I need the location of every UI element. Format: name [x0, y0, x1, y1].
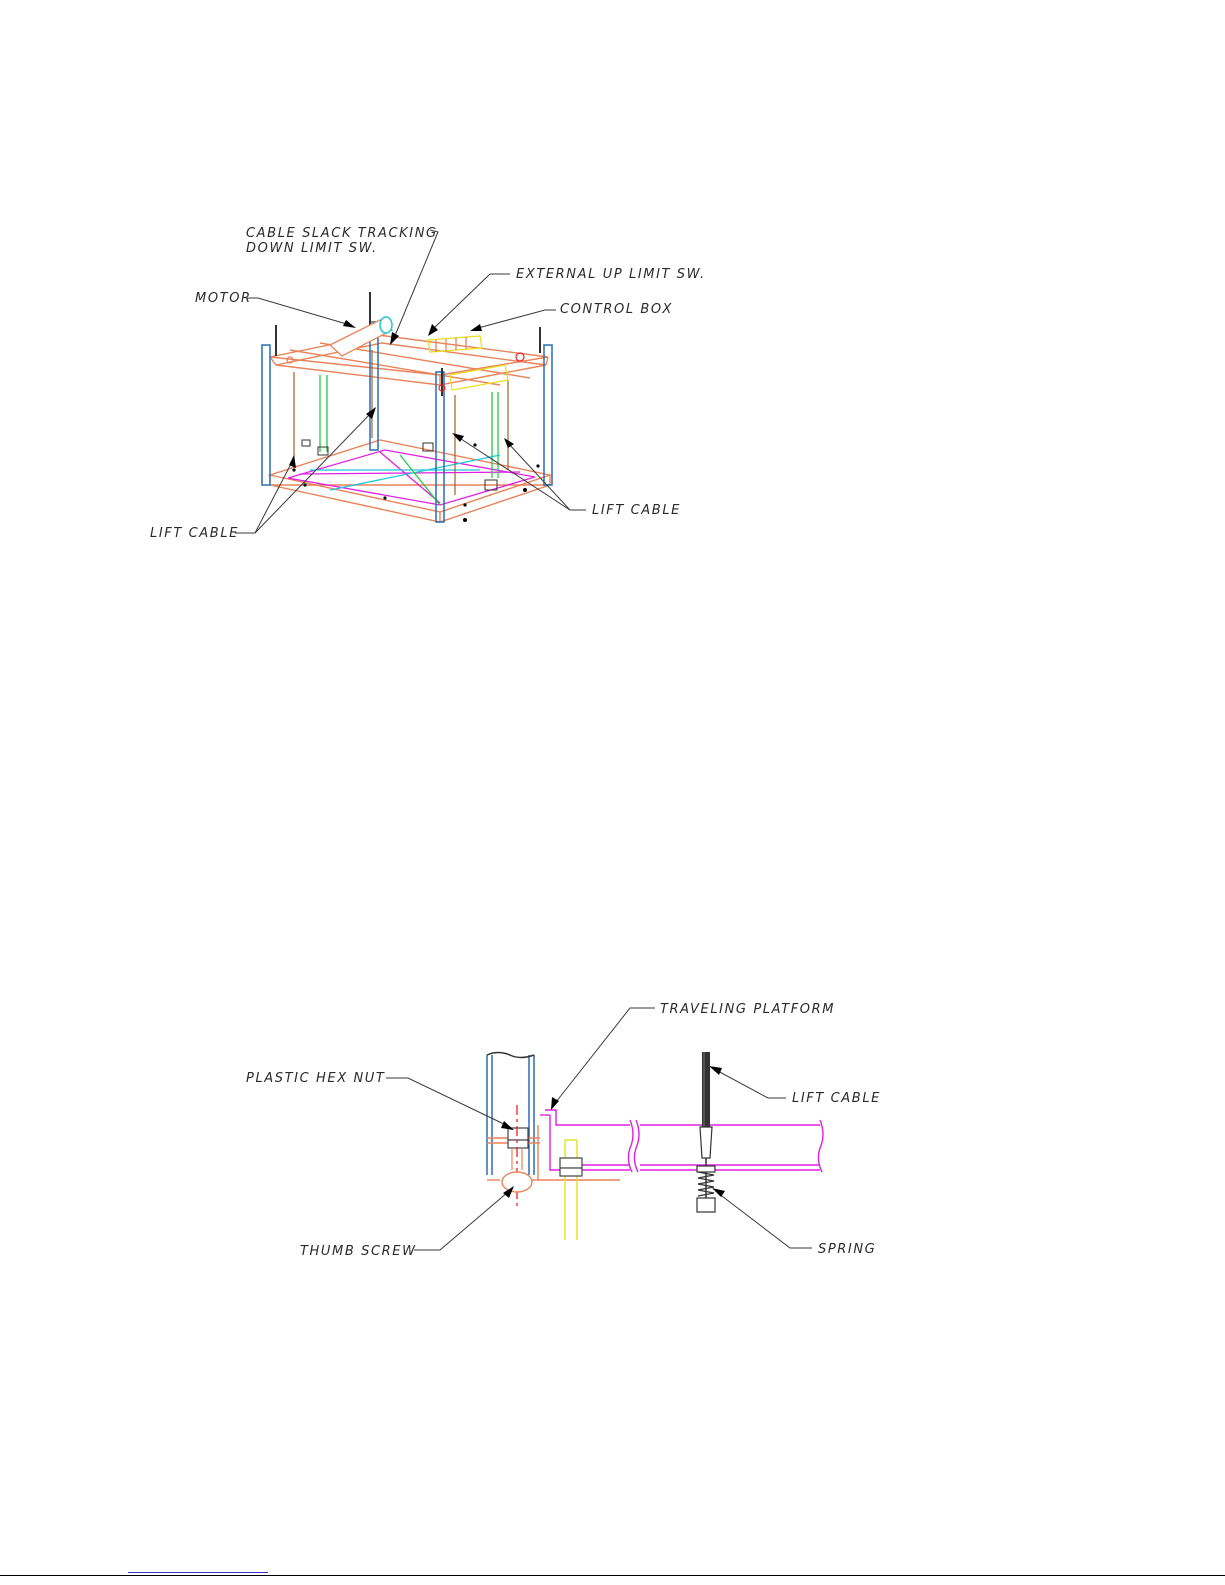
- label-lift-cable-detail: LIFT CABLE: [792, 1091, 881, 1106]
- label-control-box: CONTROL BOX: [560, 302, 673, 317]
- label-motor: MOTOR: [195, 291, 252, 306]
- detail-bracket: [487, 1125, 620, 1180]
- detail-post: [487, 1053, 534, 1176]
- label-cable-slack: CABLE SLACK TRACKING: [246, 226, 438, 241]
- footer-rule: [0, 1575, 1225, 1576]
- label-traveling-platform: TRAVELING PLATFORM: [660, 1002, 835, 1017]
- isometric-frame-drawing: [262, 292, 552, 522]
- detail-yellow-bolt: [565, 1140, 577, 1240]
- bottom-labels: TRAVELING PLATFORM PLASTIC HEX NUT LIFT …: [246, 1002, 881, 1259]
- label-plastic-hex-nut: PLASTIC HEX NUT: [246, 1071, 385, 1086]
- label-lift-cable-right: LIFT CABLE: [592, 503, 681, 518]
- detail-hex-nuts: [508, 1128, 582, 1176]
- footer-link-underline: [128, 1572, 268, 1573]
- detail-spring: [697, 1166, 715, 1212]
- label-lift-cable-left: LIFT CABLE: [150, 526, 239, 541]
- section-detail-drawing: [487, 1052, 823, 1240]
- top-frame: [270, 335, 548, 385]
- label-spring: SPRING: [818, 1242, 876, 1257]
- control-box: [428, 336, 482, 352]
- label-external-up-limit: EXTERNAL UP LIMIT SW.: [516, 267, 706, 282]
- label-thumb-screw: THUMB SCREW: [300, 1244, 417, 1259]
- label-down-limit: DOWN LIMIT SW.: [246, 241, 378, 256]
